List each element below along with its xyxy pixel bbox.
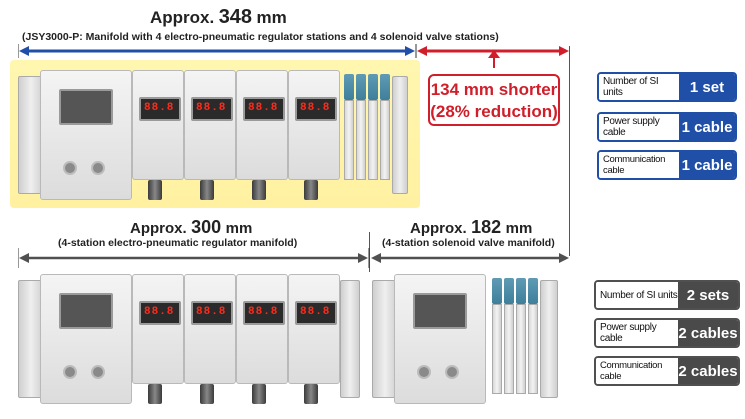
regulator-display: 88.8 xyxy=(196,306,227,318)
fitting xyxy=(252,180,266,200)
solenoid-valve xyxy=(504,278,514,304)
end-plate xyxy=(540,280,558,398)
left-dimension-arrow xyxy=(18,248,370,268)
regulator-display: 88.8 xyxy=(300,102,331,114)
conv-si-units-label: Number of SI units xyxy=(596,282,678,308)
conv-power-cable-box: Power supply cable 2 cables xyxy=(594,318,740,348)
right-guide-line xyxy=(569,46,570,256)
right-dimension-value: 182 xyxy=(471,217,502,237)
left-dimension-unit: mm xyxy=(225,220,253,237)
right-dimension-subtitle: (4-station solenoid valve manifold) xyxy=(382,237,555,249)
conv-si-units-box: Number of SI units 2 sets xyxy=(594,280,740,310)
regulator-module: 88.8 xyxy=(132,274,184,384)
new-power-cable-box: Power supply cable 1 cable xyxy=(597,112,737,142)
conv-power-cable-label: Power supply cable xyxy=(596,320,678,346)
regulator-display: 88.8 xyxy=(196,102,227,114)
fitting xyxy=(200,180,214,200)
solenoid-valve xyxy=(528,278,538,304)
regulator-module: 88.8 xyxy=(236,274,288,384)
new-si-units-box: Number of SI units 1 set xyxy=(597,72,737,102)
regulator-manifold-image: 88.8 88.8 88.8 88.8 xyxy=(18,270,368,410)
valve-manifold-image xyxy=(372,270,572,410)
fitting xyxy=(200,384,214,404)
solenoid-valve xyxy=(368,74,378,100)
top-dimension-arrow xyxy=(18,44,423,58)
si-unit xyxy=(40,70,132,200)
reduction-arrow xyxy=(416,44,572,78)
new-comm-cable-label: Communication cable xyxy=(599,152,679,178)
regulator-module: 88.8 xyxy=(236,70,288,180)
conv-comm-cable-box: Communication cable 2 cables xyxy=(594,356,740,386)
new-comm-cable-value: 1 cable xyxy=(679,152,735,178)
regulator-display: 88.8 xyxy=(144,306,175,318)
solenoid-valve xyxy=(492,278,502,304)
fitting xyxy=(304,180,318,200)
regulator-display: 88.8 xyxy=(300,306,331,318)
right-dimension-arrow xyxy=(370,248,571,268)
conv-comm-cable-label: Communication cable xyxy=(596,358,678,384)
conv-si-units-value: 2 sets xyxy=(678,282,738,308)
reduction-callout-percent: (28% reduction) xyxy=(430,102,558,121)
end-plate xyxy=(18,76,44,194)
left-dimension-subtitle: (4-station electro-pneumatic regulator m… xyxy=(58,237,298,249)
conv-power-cable-value: 2 cables xyxy=(678,320,738,346)
reduction-callout-length: 134 mm shorter xyxy=(430,80,558,99)
new-comm-cable-box: Communication cable 1 cable xyxy=(597,150,737,180)
right-dimension-title: Approx. 182 mm xyxy=(410,217,532,238)
regulator-module: 88.8 xyxy=(288,274,340,384)
fitting xyxy=(148,384,162,404)
left-dimension-title: Approx. 300 mm xyxy=(130,217,252,238)
solenoid-valve xyxy=(516,278,526,304)
regulator-module: 88.8 xyxy=(184,70,236,180)
left-dimension-value: 300 xyxy=(191,217,222,237)
regulator-module: 88.8 xyxy=(184,274,236,384)
solenoid-valve xyxy=(344,74,354,100)
regulator-display: 88.8 xyxy=(144,102,175,114)
reduction-callout: 134 mm shorter (28% reduction) xyxy=(428,74,560,126)
fitting xyxy=(148,180,162,200)
fitting xyxy=(252,384,266,404)
conv-comm-cable-value: 2 cables xyxy=(678,358,738,384)
regulator-display: 88.8 xyxy=(248,306,279,318)
integrated-manifold-image: 88.8 88.8 88.8 88.8 xyxy=(18,66,418,206)
right-dimension-prefix: Approx. xyxy=(410,220,467,237)
end-plate xyxy=(18,280,44,398)
top-dimension-title: Approx. 348 mm xyxy=(150,6,287,29)
top-dimension-unit: mm xyxy=(256,8,287,27)
new-power-cable-value: 1 cable xyxy=(679,114,735,140)
left-dimension-prefix: Approx. xyxy=(130,220,187,237)
end-plate xyxy=(392,76,408,194)
end-plate xyxy=(340,280,360,398)
new-si-units-value: 1 set xyxy=(679,74,735,100)
top-dimension-subtitle: (JSY3000-P: Manifold with 4 electro-pneu… xyxy=(22,31,499,43)
top-dimension-value: 348 xyxy=(218,6,253,28)
solenoid-valve xyxy=(356,74,366,100)
solenoid-valve xyxy=(380,74,390,100)
regulator-module: 88.8 xyxy=(288,70,340,180)
new-power-cable-label: Power supply cable xyxy=(599,114,679,140)
fitting xyxy=(304,384,318,404)
top-dimension-prefix: Approx. xyxy=(150,8,215,27)
regulator-display: 88.8 xyxy=(248,102,279,114)
si-unit xyxy=(394,274,486,404)
new-si-units-label: Number of SI units xyxy=(599,74,679,100)
regulator-module: 88.8 xyxy=(132,70,184,180)
right-dimension-unit: mm xyxy=(505,220,533,237)
si-unit xyxy=(40,274,132,404)
